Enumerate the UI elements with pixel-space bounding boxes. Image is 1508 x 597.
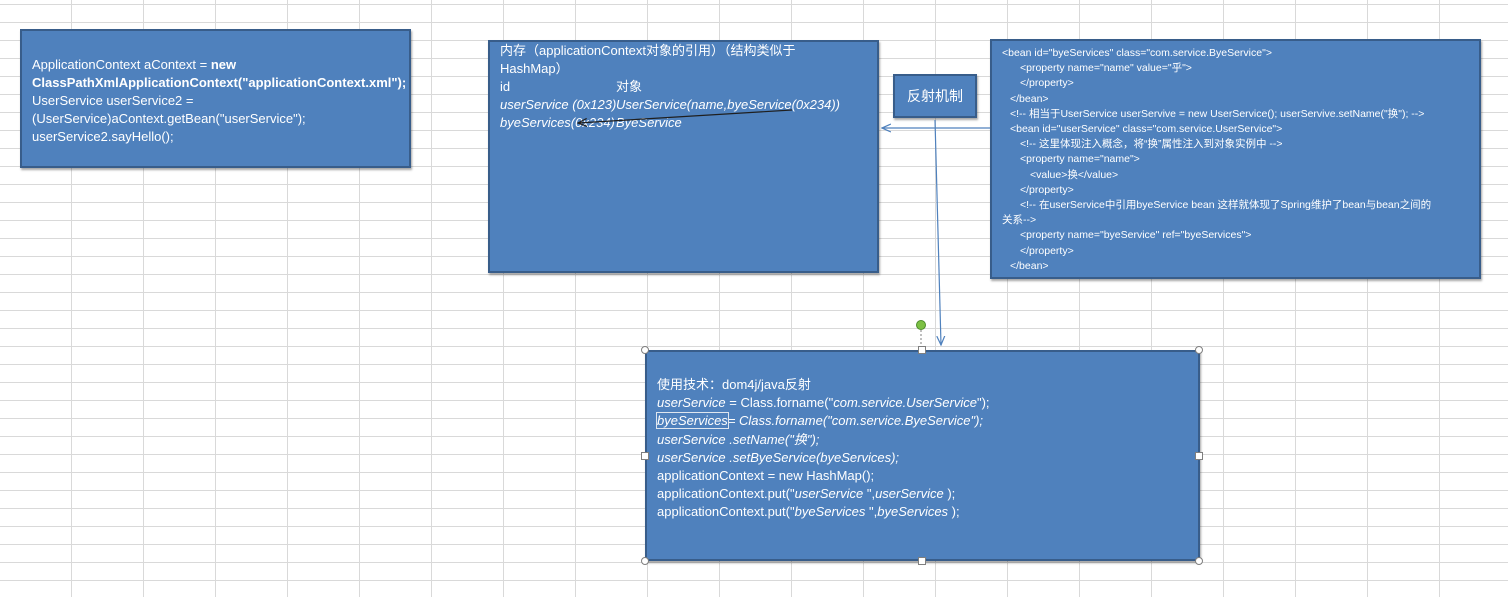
tech-line-4: userService .setByeService(byeServices);	[657, 449, 900, 465]
xml-line: </bean>	[1010, 259, 1049, 272]
tech-line-7: applicationContext.put("byeServices ",by…	[657, 504, 960, 520]
memory-row: byeServices(0x234) ByeService	[500, 114, 867, 132]
xml-line: </property>	[1020, 183, 1074, 196]
resize-handle-right[interactable]	[1195, 452, 1203, 460]
xml-line: </property>	[1020, 244, 1074, 257]
xml-line: </bean>	[1010, 92, 1049, 105]
xml-line: <value>换</value>	[1030, 168, 1119, 181]
xml-line: <!-- 这里体现注入概念，将“换”属性注入到对象实例中 -->	[1020, 138, 1283, 151]
resize-handle-bottom[interactable]	[918, 557, 926, 565]
tech-line-5: applicationContext = new HashMap();	[657, 468, 875, 484]
tech-line-2: byeServices= Class.forname("com.service.…	[656, 412, 984, 430]
reflection-textbox[interactable]: 反射机制	[893, 74, 977, 118]
resize-handle-top-right[interactable]	[1195, 346, 1203, 354]
resize-handle-bottom-left[interactable]	[641, 557, 649, 565]
code-line-5: userService2.sayHello();	[32, 129, 174, 144]
memory-header-id: id	[500, 79, 511, 94]
xml-line: <property name="byeService" ref="byeServ…	[1020, 229, 1252, 242]
resize-handle-top-left[interactable]	[641, 346, 649, 354]
memory-header-object: 对象	[616, 79, 643, 94]
memory-row-id: byeServices(0x234)	[500, 115, 615, 130]
xml-line: <!-- 在userService中引用byeService bean 这样就体…	[1020, 199, 1432, 212]
memory-row: userService (0x123) UserService(name,bye…	[500, 96, 867, 114]
xml-line: <!-- 相当于UserService userServive = new Us…	[1010, 107, 1425, 120]
memory-title-1: 内存（applicationContext对象的引用）（结构类似于	[500, 43, 796, 58]
resize-handle-left[interactable]	[641, 452, 649, 460]
xml-line: 关系-->	[1002, 214, 1037, 227]
xml-line: <bean id="userService" class="com.servic…	[1010, 123, 1283, 136]
memory-title-2: HashMap）	[500, 61, 569, 76]
memory-row-object: UserService(name,byeService(0x234))	[616, 97, 840, 112]
memory-header-row: id 对象	[500, 78, 867, 96]
code-line-1: ApplicationContext aContext = new	[32, 57, 237, 72]
xml-line: <bean id="byeServices" class="com.servic…	[1002, 47, 1272, 59]
code-line-3: UserService userService2 =	[32, 93, 194, 108]
text-cursor-selection[interactable]: byeServices	[656, 412, 729, 430]
tech-line-1: userService = Class.forname("com.service…	[657, 395, 990, 411]
xml-line: <property name="name">	[1020, 153, 1140, 166]
code-line-2: ClassPathXmlApplicationContext("applicat…	[32, 75, 407, 90]
rotation-handle[interactable]	[916, 320, 926, 330]
resize-handle-bottom-right[interactable]	[1195, 557, 1203, 565]
code-line-4: (UserService)aContext.getBean("userServi…	[32, 111, 306, 126]
xml-line: </property>	[1020, 77, 1074, 90]
xml-config-textbox[interactable]: <bean id="byeServices" class="com.servic…	[990, 39, 1481, 279]
technology-textbox[interactable]: 使用技术：dom4j/java反射 userService = Class.fo…	[645, 350, 1200, 561]
arrow-reflection-to-technology[interactable]	[934, 119, 941, 345]
tech-line-3: userService .setName("换");	[657, 431, 820, 447]
code-textbox[interactable]: ApplicationContext aContext = new ClassP…	[20, 29, 411, 168]
xml-line: <property name="name" value="乎">	[1020, 62, 1192, 75]
memory-textbox[interactable]: 内存（applicationContext对象的引用）（结构类似于 HashMa…	[488, 40, 879, 273]
memory-row-object: ByeService	[616, 115, 682, 130]
resize-handle-top[interactable]	[918, 346, 926, 354]
memory-row-id: userService (0x123)	[500, 97, 617, 112]
tech-heading: 使用技术：dom4j/java反射	[657, 377, 811, 392]
tech-line-6: applicationContext.put("userService ",us…	[657, 486, 956, 502]
reflection-label: 反射机制	[907, 88, 963, 104]
